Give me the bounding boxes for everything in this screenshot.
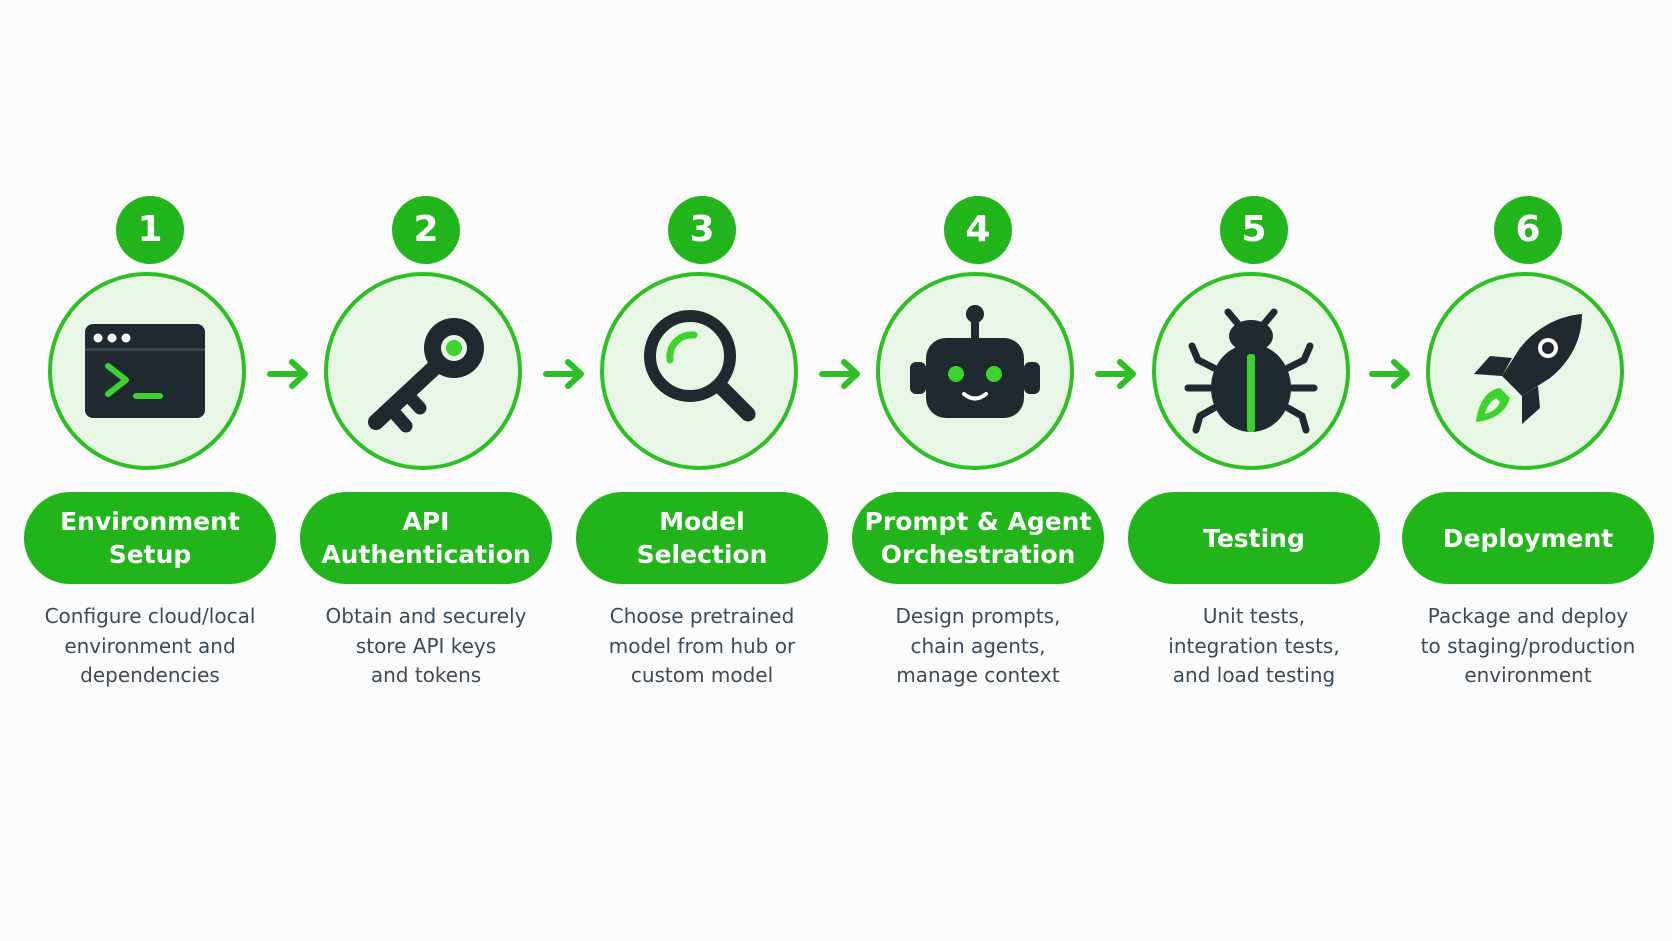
step-description: Choose pretrained model from hub or cust… — [608, 604, 796, 687]
rocket-icon — [1474, 314, 1582, 424]
step-number-badge: 1 — [116, 196, 184, 264]
step-title: Environment Setup — [24, 492, 276, 584]
step-title: API Authentication — [300, 492, 552, 584]
step-number-badge: 3 — [668, 196, 736, 264]
step-description: Design prompts, chain agents, manage con… — [895, 604, 1061, 687]
robot-icon — [910, 305, 1040, 418]
step-description: Unit tests, integration tests, and load … — [1168, 604, 1340, 687]
step-description: Obtain and securely store API keys and t… — [325, 604, 527, 687]
terminal-icon — [85, 324, 205, 418]
magnifier-icon — [644, 310, 756, 422]
step-description: Configure cloud/local environment and de… — [44, 604, 256, 687]
step-number-badge: 2 — [392, 196, 460, 264]
key-icon — [368, 318, 484, 433]
step-title: Model Selection — [576, 492, 828, 584]
step-icon-circle — [1426, 272, 1624, 470]
arrow-right-icon — [543, 359, 584, 389]
step-description: Package and deploy to staging/production… — [1420, 604, 1636, 687]
step-title: Testing — [1128, 492, 1380, 584]
step-number-badge: 6 — [1494, 196, 1562, 264]
step-icon-circle — [876, 272, 1074, 470]
step-number-badge: 4 — [944, 196, 1012, 264]
bug-icon — [1184, 308, 1318, 434]
step-icon-circle — [1152, 272, 1350, 470]
step-icon-circle — [48, 272, 246, 470]
step-title: Prompt & Agent Orchestration — [852, 492, 1104, 584]
arrow-right-icon — [267, 359, 308, 389]
step-title: Deployment — [1402, 492, 1654, 584]
arrow-right-icon — [819, 359, 860, 389]
step-icon-circle — [324, 272, 522, 470]
step-number-badge: 5 — [1220, 196, 1288, 264]
step-icon-circle — [600, 272, 798, 470]
arrow-right-icon — [1369, 359, 1410, 389]
arrow-right-icon — [1095, 359, 1136, 389]
